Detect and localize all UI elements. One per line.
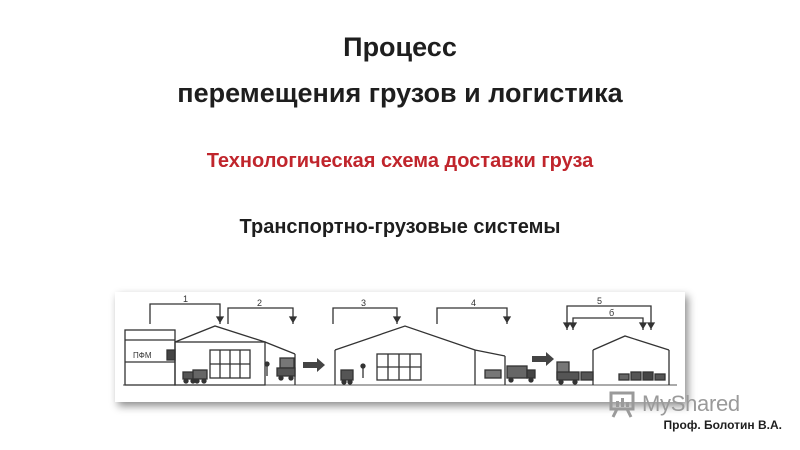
stage-4-bracket: 4: [436, 298, 512, 324]
stage-4-label: 4: [471, 298, 476, 308]
slide-title-line1: Процесс: [343, 32, 457, 62]
stage-3-bracket: 3: [332, 298, 402, 324]
delivery-scheme-svg: 1 2 ПФМ: [123, 294, 677, 386]
loader-right: [580, 371, 594, 381]
presentation-board-icon: [609, 391, 635, 418]
truck-mid: [506, 365, 536, 383]
stage-6-bracket: б: [568, 308, 648, 330]
forklift-1: [276, 357, 296, 381]
transfer-arrow-1: [303, 358, 325, 372]
stage-1-label: 1: [183, 294, 188, 304]
stage-5-label: 5: [597, 296, 602, 306]
warehouse-2: [334, 325, 506, 385]
watermark-text: MyShared: [642, 391, 740, 416]
truck-right: [556, 361, 580, 385]
loader-left-2: [192, 369, 208, 384]
worker-figure-2: [360, 363, 366, 378]
slide-title-line2: перемещения грузов и логистика: [177, 78, 623, 108]
stage-5-bracket: 5: [562, 296, 656, 330]
pallet-stack-right: [618, 371, 666, 381]
transfer-arrow-2: [532, 352, 554, 366]
stage-6-label: б: [609, 308, 614, 318]
author-credit: Проф. Болотин В.А.: [663, 418, 782, 432]
factory-building: ПФМ: [124, 329, 176, 386]
factory-label: ПФМ: [133, 351, 152, 360]
slide-subtitle: Технологическая схема доставки груза: [206, 150, 594, 172]
stage-3-label: 3: [361, 298, 366, 308]
stage-2-label: 2: [257, 298, 262, 308]
myshared-watermark: MyShared: [608, 390, 740, 418]
pallet-stack-mid: [484, 369, 502, 379]
delivery-scheme-diagram: 1 2 ПФМ: [115, 292, 685, 402]
stage-2-bracket: 2: [227, 298, 298, 324]
section-heading: Транспортно-грузовые системы: [239, 216, 561, 238]
worker-figure-1: [264, 361, 270, 376]
stage-1-bracket: 1: [149, 294, 225, 324]
loader-mid-1: [340, 369, 354, 385]
